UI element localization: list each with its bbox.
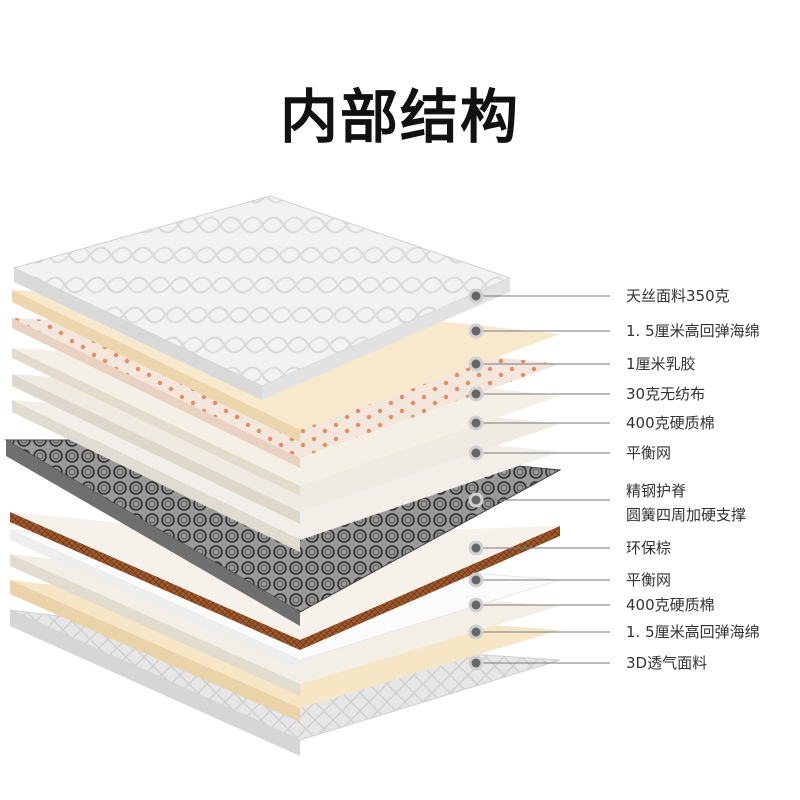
label-spring-support: 圆簧四周加硬支撑 bbox=[626, 504, 746, 526]
label-coconut-palm: 环保棕 bbox=[626, 537, 671, 559]
label-hard-cotton-top: 400克硬质棉 bbox=[626, 412, 715, 434]
label-3d-fabric: 3D透气面料 bbox=[626, 652, 707, 674]
label-hard-cotton-bottom: 400克硬质棉 bbox=[626, 594, 715, 616]
label-foam-bottom: 1. 5厘米高回弹海绵 bbox=[626, 621, 760, 643]
label-balance-net-top: 平衡网 bbox=[626, 442, 671, 464]
label-foam-top: 1. 5厘米高回弹海绵 bbox=[626, 320, 760, 342]
label-spine-protection: 精钢护脊 bbox=[626, 480, 686, 502]
label-tencel-fabric: 天丝面料350克 bbox=[626, 285, 730, 307]
label-latex: 1厘米乳胶 bbox=[626, 353, 696, 375]
label-non-woven: 30克无纺布 bbox=[626, 383, 705, 405]
label-balance-net-bottom: 平衡网 bbox=[626, 569, 671, 591]
